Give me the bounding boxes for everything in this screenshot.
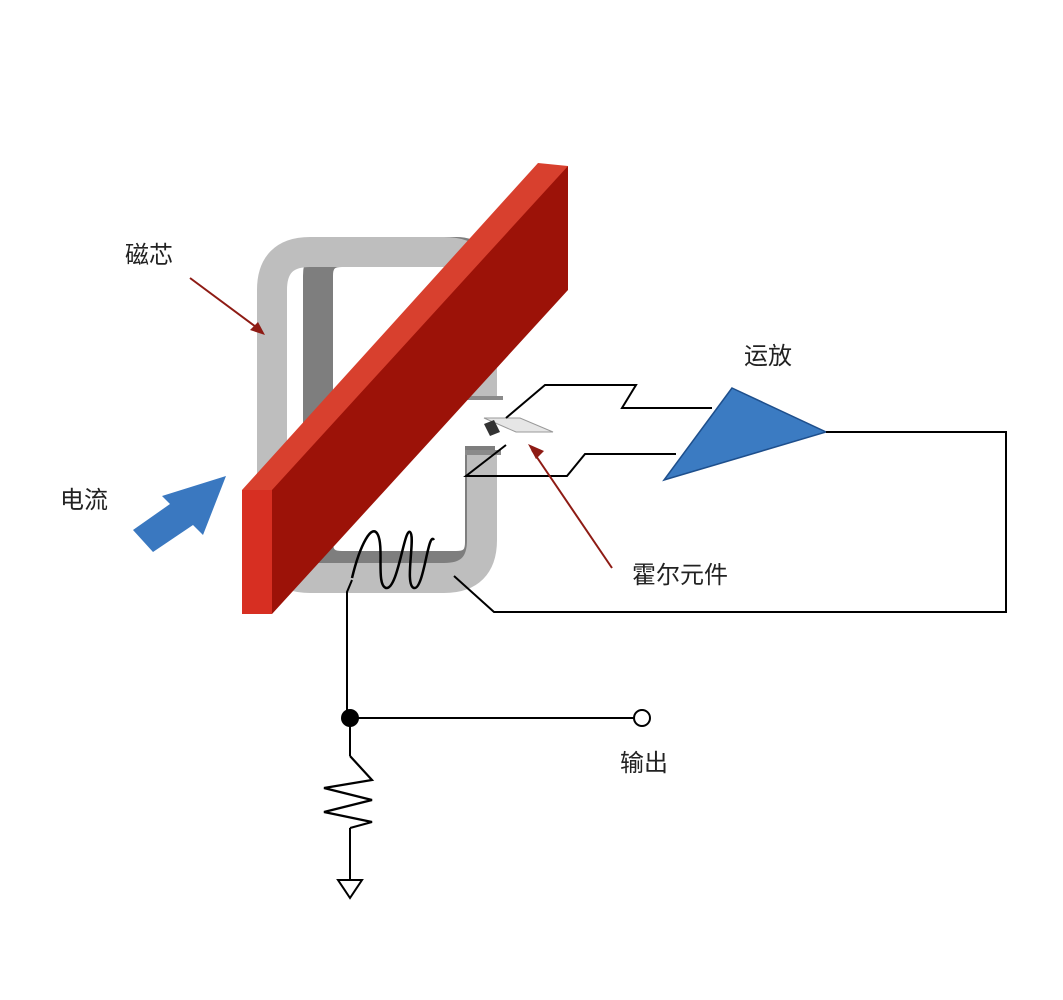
output-terminal <box>633 709 651 727</box>
opamp-output-wire <box>453 431 1007 613</box>
label-core: 磁芯 <box>125 241 173 269</box>
core-gap-bottom-face <box>465 450 501 455</box>
core-pointer-line <box>189 277 261 331</box>
core-pointer-arrowhead <box>250 322 265 335</box>
hall-element-plate <box>483 417 554 433</box>
hall-to-opamp-wire-bottom <box>463 444 676 477</box>
hall-to-opamp-wire-top <box>505 384 712 419</box>
coil-lead-wire <box>346 579 353 718</box>
hall-pointer-arrowhead <box>528 444 544 459</box>
ground-symbol <box>336 879 364 900</box>
current-direction-arrow <box>133 476 226 552</box>
busbar-top <box>242 163 568 490</box>
busbar-side <box>272 166 568 614</box>
label-hall-element: 霍尔元件 <box>632 561 728 589</box>
label-output: 输出 <box>620 749 668 777</box>
opamp-triangle <box>662 387 829 482</box>
busbar-front-shade <box>242 490 272 614</box>
load-resistor <box>323 755 375 830</box>
core-gap-top-face <box>467 396 503 400</box>
label-current: 电流 <box>60 486 108 514</box>
coil-winding <box>350 530 436 590</box>
label-opamp: 运放 <box>744 342 792 370</box>
hall-pointer-line <box>531 449 613 569</box>
hall-element-chip <box>484 420 500 436</box>
busbar-front <box>242 490 272 614</box>
